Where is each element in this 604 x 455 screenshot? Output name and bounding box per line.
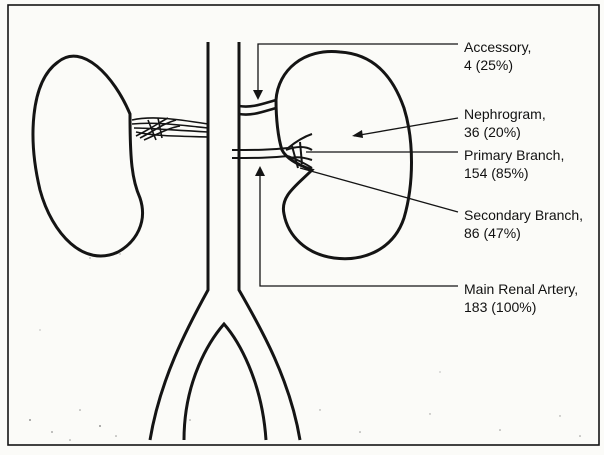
left-renal-vessels — [132, 118, 208, 140]
label-secondary-branch-value: 86 (47%) — [464, 224, 583, 242]
label-nephrogram: Nephrogram, 36 (20%) — [464, 105, 546, 141]
accessory-artery — [239, 100, 276, 115]
label-primary-branch: Primary Branch, 154 (85%) — [464, 146, 564, 182]
aorta-left-wall — [150, 42, 208, 440]
main-artery-arrowhead — [255, 166, 265, 176]
secondary-pointer — [300, 168, 458, 212]
label-main-renal-artery-name: Main Renal Artery, — [464, 280, 578, 298]
label-nephrogram-value: 36 (20%) — [464, 123, 546, 141]
nephrogram-arrowhead — [352, 130, 363, 138]
label-secondary-branch-name: Secondary Branch, — [464, 206, 583, 224]
accessory-arrowhead — [253, 90, 263, 100]
label-primary-branch-value: 154 (85%) — [464, 164, 564, 182]
label-accessory-value: 4 (25%) — [464, 56, 531, 74]
pointer-lines — [258, 44, 458, 286]
label-main-renal-artery: Main Renal Artery, 183 (100%) — [464, 280, 578, 316]
label-secondary-branch: Secondary Branch, 86 (47%) — [464, 206, 583, 242]
left-kidney — [33, 56, 142, 256]
right-kidney — [276, 52, 412, 259]
label-primary-branch-name: Primary Branch, — [464, 146, 564, 164]
main-renal-artery — [232, 134, 312, 168]
label-accessory-name: Accessory, — [464, 38, 531, 56]
label-nephrogram-name: Nephrogram, — [464, 105, 546, 123]
label-main-renal-artery-value: 183 (100%) — [464, 298, 578, 316]
label-accessory: Accessory, 4 (25%) — [464, 38, 531, 74]
aorta-bifurcation — [184, 324, 266, 440]
